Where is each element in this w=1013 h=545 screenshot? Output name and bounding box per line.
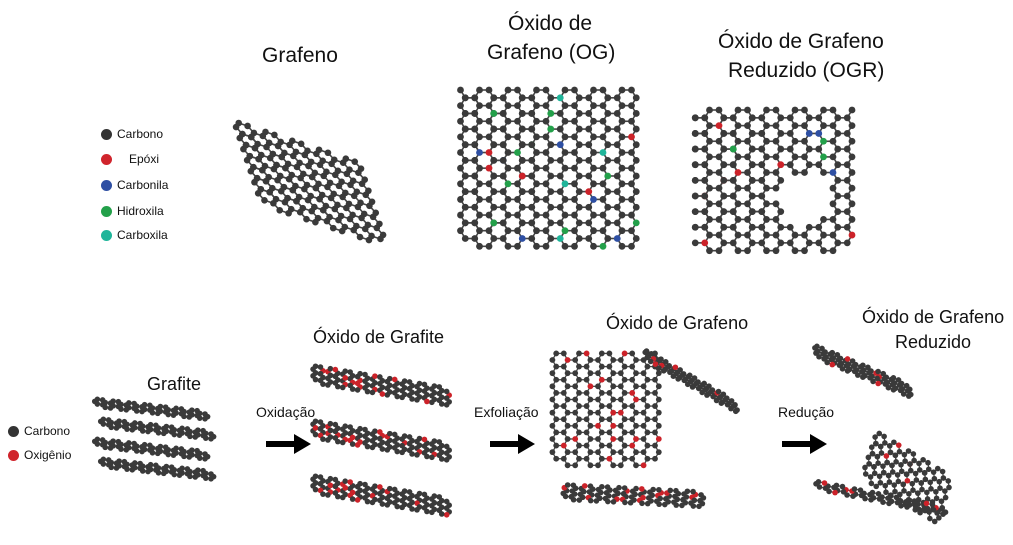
- graphene-oxide-sheet: [457, 86, 640, 250]
- title-graphene-oxide: Óxido de Grafeno: [606, 313, 749, 333]
- graphite-stack: [91, 396, 217, 482]
- legend-epoxy: Epóxi: [101, 152, 159, 166]
- title-reduced-go-line2: Reduzido: [895, 332, 972, 352]
- title-graphene: Grafeno: [262, 44, 338, 67]
- epoxy-dot-icon: [101, 153, 112, 165]
- legend-label: Oxigênio: [24, 448, 72, 462]
- carbon-dot-icon: [101, 128, 112, 140]
- reduced-graphene-oxide-crumpled: [812, 343, 952, 525]
- carboxyl-dot-icon: [101, 229, 112, 241]
- legend-label: Epóxi: [129, 152, 160, 166]
- carbon-dot-icon: [8, 425, 19, 437]
- title-graphite-oxide: Óxido de Grafite: [313, 327, 445, 347]
- arrow-right-icon: [490, 434, 535, 454]
- title-rgo-line1: Óxido de Grafeno: [718, 30, 884, 53]
- exfoliated-graphene-oxide: [549, 348, 740, 510]
- title-go-line1: Óxido de: [508, 12, 593, 35]
- legend-label: Carbonila: [117, 178, 169, 192]
- legend-carbon: Carbono: [101, 127, 163, 141]
- legend-carbonyl: Carbonila: [101, 178, 168, 192]
- carbonyl-dot-icon: [101, 179, 112, 191]
- reduced-graphene-oxide-sheet: [691, 106, 856, 255]
- legend-hydroxyl: Hidroxila: [101, 204, 164, 218]
- arrow-right-icon: [266, 434, 311, 454]
- step-reduction: Redução: [778, 404, 835, 420]
- legend-label: Carboxila: [117, 228, 168, 242]
- legend-carboxyl: Carboxila: [101, 228, 168, 242]
- title-rgo-line2: Reduzido (OGR): [728, 59, 885, 82]
- graphite-oxide-stack: [310, 363, 452, 518]
- step-exfoliation: Exfoliação: [474, 404, 539, 420]
- hydroxyl-dot-icon: [101, 205, 112, 217]
- legend-label: Carbono: [24, 424, 71, 438]
- arrow-right-icon: [782, 434, 827, 454]
- title-reduced-go-line1: Óxido de Grafeno: [862, 307, 1005, 327]
- title-go-line2: Grafeno (OG): [487, 41, 616, 64]
- title-graphite: Grafite: [147, 374, 202, 394]
- legend-label: Hidroxila: [117, 204, 164, 218]
- legend-carbon-bottom: Carbono: [8, 424, 70, 438]
- legend-oxygen-bottom: Oxigênio: [8, 448, 71, 462]
- oxygen-dot-icon: [8, 449, 19, 461]
- legend-label: Carbono: [117, 127, 164, 141]
- step-oxidation: Oxidação: [256, 404, 316, 420]
- graphene-sheet: [232, 119, 387, 244]
